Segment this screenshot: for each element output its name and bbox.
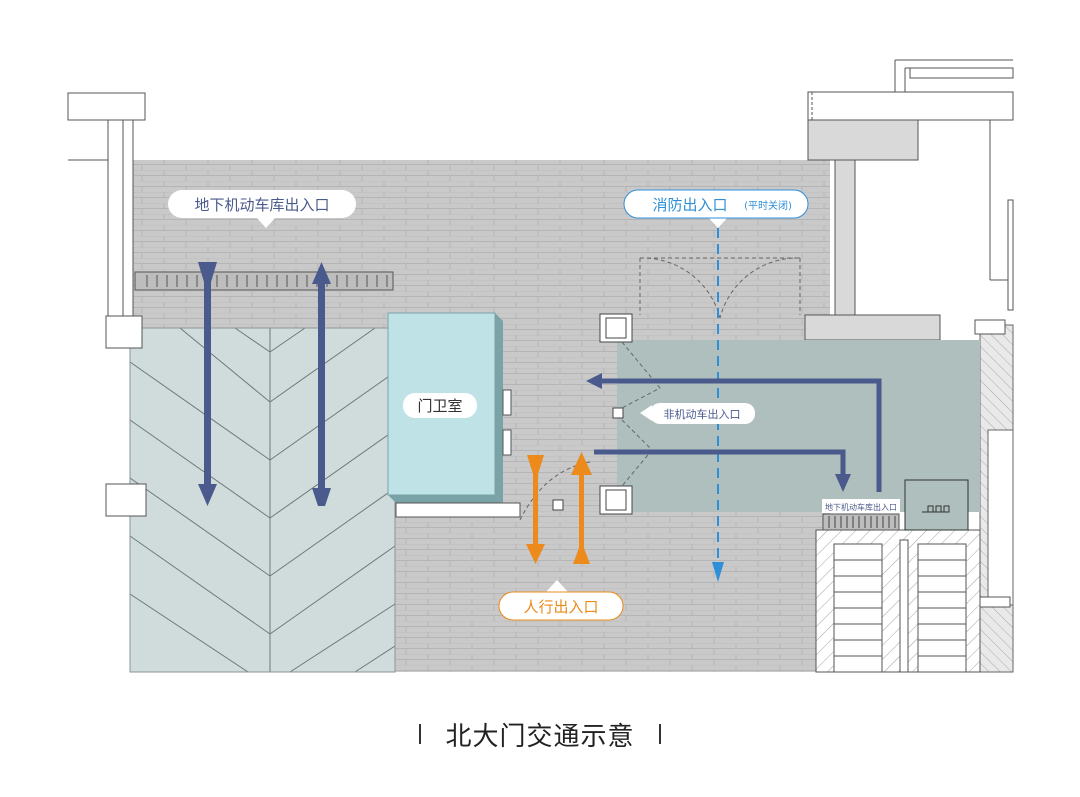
site-plan: 地下机动车库出入口 消防出入口 (平时关闭) 门卫室 非机动车出入口 地下机动车… bbox=[67, 59, 1014, 673]
ramp-structure bbox=[815, 513, 981, 673]
garage-entrance-text: 地下机动车库出入口 bbox=[194, 196, 329, 214]
gate-posts bbox=[552, 313, 633, 515]
garage-entrance-small-text: 地下机动车库出入口 bbox=[825, 502, 897, 512]
right-building-structure bbox=[804, 59, 1014, 341]
pedestrian-entry-arrow bbox=[571, 452, 592, 564]
garage-entrance-small-label: 地下机动车库出入口 bbox=[822, 499, 900, 513]
caption-left-bar bbox=[419, 724, 422, 744]
pedestrian-exit-arrow bbox=[526, 455, 545, 564]
non-motor-label: 非机动车出入口 bbox=[640, 403, 755, 424]
garage-entrance-label: 地下机动车库出入口 bbox=[168, 190, 356, 228]
non-motor-entry-arrow bbox=[594, 449, 851, 492]
guard-room-label: 门卫室 bbox=[403, 393, 477, 418]
drainage-grate bbox=[134, 271, 394, 291]
caption-area: 北大门交通示意 bbox=[0, 712, 1080, 756]
pedestrian-text: 人行出入口 bbox=[523, 598, 598, 616]
pedestrian-label: 人行出入口 bbox=[498, 580, 624, 621]
left-building-walls bbox=[67, 92, 147, 517]
caption-right-bar bbox=[658, 724, 661, 744]
garage-entry-arrow bbox=[312, 262, 331, 506]
right-hatched-wall-inner bbox=[987, 429, 1014, 606]
left-lawn bbox=[129, 327, 396, 673]
fire-access-arrowhead bbox=[712, 562, 724, 582]
non-motor-exit-arrow bbox=[586, 373, 882, 492]
garage-exit-arrow bbox=[198, 262, 217, 506]
guard-room-text: 门卫室 bbox=[417, 397, 462, 415]
non-motor-text: 非机动车出入口 bbox=[664, 407, 741, 421]
gate-swing-lines bbox=[519, 257, 801, 521]
fire-access-note: (平时关闭) bbox=[744, 199, 792, 212]
gate-machine-box bbox=[904, 479, 969, 531]
fire-access-text: 消防出入口 bbox=[652, 196, 727, 214]
diagram-caption: 北大门交通示意 bbox=[445, 721, 635, 752]
fire-access-label: 消防出入口 (平时关闭) bbox=[623, 189, 809, 228]
paved-area-right bbox=[620, 500, 820, 672]
